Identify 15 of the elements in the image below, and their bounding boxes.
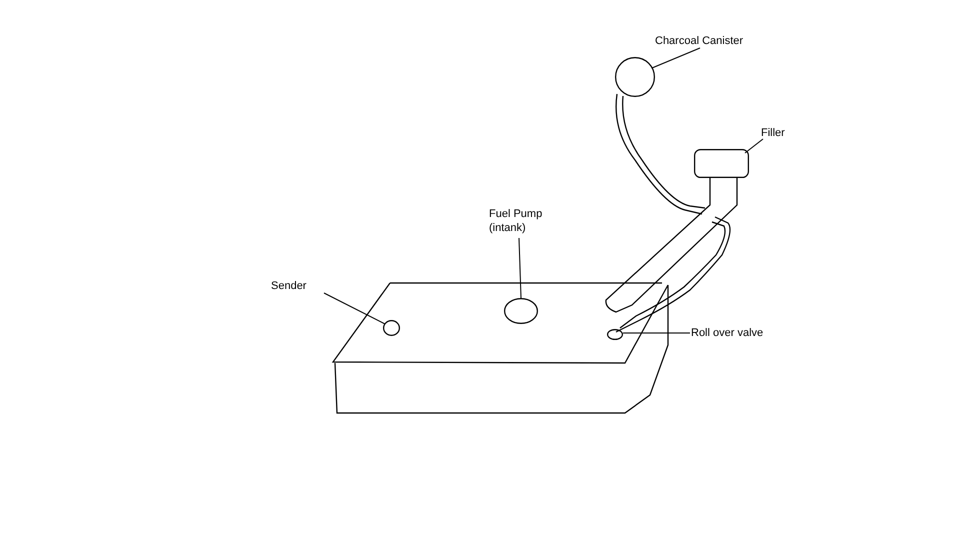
part-label: Charcoal Canister [655, 34, 750, 48]
canister-outline [615, 57, 655, 97]
valve-outline [607, 329, 623, 340]
part-label: Sender [271, 279, 311, 293]
part-label: Filler [761, 126, 791, 140]
leader-line [744, 138, 764, 154]
sender-opening [383, 320, 400, 336]
leader-line [622, 332, 690, 334]
part-label: Roll over valve [691, 326, 771, 340]
part-label: Fuel Pump (intank) [489, 207, 543, 235]
leader-line [652, 48, 700, 68]
leader-line [518, 238, 522, 298]
leader-line [324, 292, 386, 324]
filler-cap-outline [694, 149, 749, 178]
pump-opening [504, 298, 538, 324]
